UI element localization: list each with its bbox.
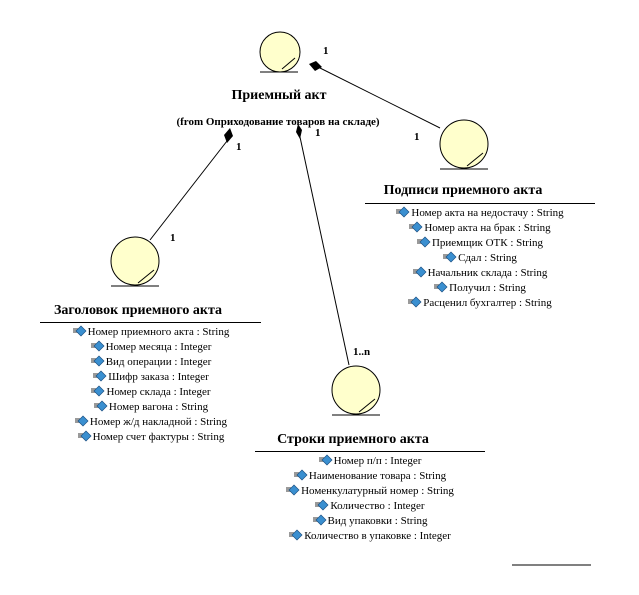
class-icon <box>110 236 160 287</box>
attribute[interactable]: Номер счет фактуры : String <box>40 430 262 445</box>
attribute-icon <box>74 415 89 427</box>
class-package: (from Оприходование товаров на складе) <box>176 116 380 128</box>
attribute[interactable]: Номер акта на брак : String <box>368 221 592 236</box>
attribute[interactable]: Вид операции : Integer <box>40 355 262 370</box>
link-main-header[interactable] <box>149 140 228 241</box>
attribute[interactable]: Номер вагона : String <box>40 400 262 415</box>
attribute-icon <box>293 469 308 481</box>
attribute[interactable]: Получил : String <box>368 281 592 296</box>
class-title: Приемный акт <box>231 88 327 103</box>
attribute-icon <box>412 266 427 278</box>
link-main-signatures[interactable] <box>315 65 441 129</box>
class-icon <box>439 119 489 170</box>
multiplicity-label: 1 <box>414 131 420 143</box>
attribute[interactable]: Номер ж/д накладной : String <box>40 415 262 430</box>
attribute[interactable]: Количество : Integer <box>255 499 485 514</box>
class-divider <box>40 322 261 323</box>
attribute[interactable]: Номер п/п : Integer <box>255 454 485 469</box>
attribute[interactable]: Номер приемного акта : String <box>40 325 262 340</box>
attribute[interactable]: Номер склада : Integer <box>40 385 262 400</box>
diamond-header <box>224 128 233 143</box>
attribute[interactable]: Номер акта на недостачу : String <box>368 206 592 221</box>
attribute[interactable]: Количество в упаковке : Integer <box>255 529 485 544</box>
attribute[interactable]: Номенкулатурный номер : String <box>255 484 485 499</box>
attribute-icon <box>93 370 107 382</box>
attribute-icon <box>318 454 333 466</box>
multiplicity-label: 1 <box>315 127 321 139</box>
multiplicity-label: 1 <box>323 45 329 57</box>
attribute-icon <box>77 430 92 442</box>
class-icon <box>331 365 381 416</box>
attribute[interactable]: Сдал : String <box>368 251 592 266</box>
multiplicity-label: 1 <box>170 232 176 244</box>
attribute[interactable]: Наименование товара : String <box>255 469 485 484</box>
attribute-list: Номер акта на недостачу : String Номер а… <box>368 206 592 311</box>
attribute-icon <box>396 206 410 218</box>
diamond-signatures <box>309 61 322 71</box>
attribute[interactable]: Расценил бухгалтер : String <box>368 296 592 311</box>
class-divider <box>255 451 485 452</box>
attribute-icon <box>409 221 423 233</box>
link-main-rows[interactable] <box>299 136 350 366</box>
class-title: Подписи приемного акта <box>383 183 543 198</box>
attribute[interactable]: Вид упаковки : String <box>255 514 485 529</box>
attribute-icon <box>90 340 105 352</box>
diamond-rows <box>296 124 302 139</box>
attribute-list: Номер п/п : Integer Наименование товара … <box>255 454 485 544</box>
class-icon <box>259 31 301 73</box>
attribute[interactable]: Номер месяца : Integer <box>40 340 262 355</box>
attribute-icon <box>93 400 108 412</box>
attribute-list: Номер приемного акта : String Номер меся… <box>40 325 262 445</box>
attribute-icon <box>434 281 448 293</box>
attribute-icon <box>289 529 303 541</box>
class-title: Строки приемного акта <box>277 432 429 447</box>
attribute[interactable]: Шифр заказа : Integer <box>40 370 262 385</box>
attribute[interactable]: Приемщик ОТК : String <box>368 236 592 251</box>
class-title: Заголовок приемного акта <box>53 303 223 318</box>
attribute-icon <box>91 385 105 397</box>
class-divider <box>365 203 595 204</box>
attribute-icon <box>408 296 422 308</box>
attribute-icon <box>315 499 329 511</box>
attribute-icon <box>312 514 327 526</box>
multiplicity-label: 1 <box>236 141 242 153</box>
attribute-icon <box>90 355 105 367</box>
attribute-icon <box>416 236 431 248</box>
attribute[interactable]: Начальник склада : String <box>368 266 592 281</box>
attribute-icon <box>286 484 300 496</box>
attribute-icon <box>72 325 87 337</box>
multiplicity-label: 1..n <box>353 346 371 358</box>
attribute-icon <box>443 251 457 263</box>
